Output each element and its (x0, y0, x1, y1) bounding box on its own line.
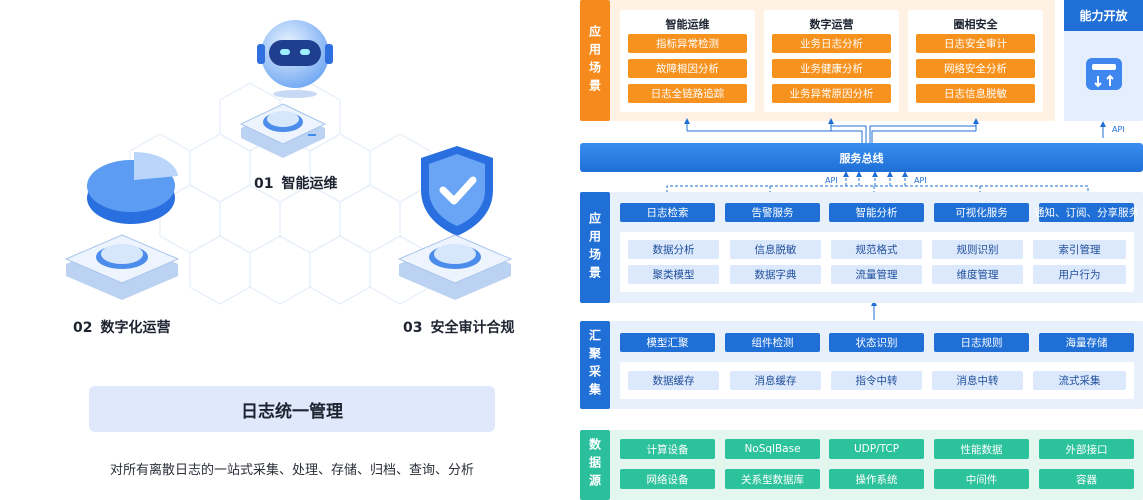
node-number: 02 (73, 320, 93, 336)
service-item[interactable]: 智能分析 (829, 203, 924, 222)
node-digital-ops (62, 140, 192, 310)
node-number: 01 (254, 176, 274, 192)
function-item[interactable]: 数据字典 (730, 265, 821, 284)
collect-item[interactable]: 组件检测 (725, 333, 820, 352)
collect-item[interactable]: 状态识别 (829, 333, 924, 352)
architecture-diagram: 应用场景 智能运维 数字运营 圈相安全 指标异常检测 故障根因分析 日志全链路追… (580, 0, 1143, 500)
pie-chart-icon (87, 151, 178, 224)
scenario-item[interactable]: 指标异常检测 (628, 34, 747, 53)
function-item[interactable]: 聚类模型 (628, 265, 719, 284)
collect-sub-item[interactable]: 数据缓存 (628, 371, 719, 390)
scenario-item[interactable]: 业务日志分析 (772, 34, 891, 53)
collect-sub-item[interactable]: 指令中转 (831, 371, 922, 390)
source-item[interactable]: 操作系统 (829, 469, 924, 489)
robot-icon (257, 20, 333, 98)
source-item[interactable]: 中间件 (934, 469, 1029, 489)
node-title: 安全审计合规 (430, 320, 515, 336)
service-item[interactable]: 日志检索 (620, 203, 715, 222)
api-label-capability: API (1112, 125, 1125, 134)
column-title: 圈相安全 (953, 18, 998, 31)
scenario-item[interactable]: 日志信息脱敏 (916, 84, 1035, 103)
api-gateway-icon (1086, 58, 1122, 90)
source-item[interactable]: 外部接口 (1039, 439, 1134, 459)
function-item[interactable]: 用户行为 (1033, 265, 1126, 284)
main-description: 对所有离散日志的一站式采集、处理、存储、归档、查询、分析 (109, 463, 474, 478)
scenario-item[interactable]: 业务健康分析 (772, 59, 891, 78)
function-item[interactable]: 规范格式 (831, 240, 922, 259)
column-title: 智能运维 (665, 18, 710, 31)
shield-check-icon (421, 146, 493, 236)
node-label-2: 02 数字化运营 (73, 317, 170, 337)
collect-item[interactable]: 海量存储 (1039, 333, 1134, 352)
service-item[interactable]: 告警服务 (725, 203, 820, 222)
scenario-item[interactable]: 网络安全分析 (916, 59, 1035, 78)
source-item[interactable]: 容器 (1039, 469, 1134, 489)
source-item[interactable]: 性能数据 (934, 439, 1029, 459)
collect-item[interactable]: 日志规则 (934, 333, 1029, 352)
source-item[interactable]: 关系型数据库 (725, 469, 820, 489)
section-label-source: 数据源 (580, 430, 610, 500)
scenario-item[interactable]: 日志安全审计 (916, 34, 1035, 53)
function-item[interactable]: 规则识别 (932, 240, 1023, 259)
function-item[interactable]: 维度管理 (932, 265, 1023, 284)
function-item[interactable]: 信息脱敏 (730, 240, 821, 259)
source-item[interactable]: 网络设备 (620, 469, 715, 489)
source-item[interactable]: 计算设备 (620, 439, 715, 459)
platform-base (397, 234, 513, 300)
node-label-1: 01 智能运维 (254, 173, 337, 193)
collect-sub-item[interactable]: 消息缓存 (730, 371, 821, 390)
node-security-audit (395, 140, 525, 310)
node-title: 智能运维 (281, 176, 338, 192)
service-item[interactable]: 可视化服务 (934, 203, 1029, 222)
scenario-item[interactable]: 故障根因分析 (628, 59, 747, 78)
node-title: 数字化运营 (100, 320, 171, 336)
api-label: API (825, 176, 838, 185)
source-item[interactable]: UDP/TCP (829, 439, 924, 459)
api-label: API (914, 176, 927, 185)
section-label-mid: 应用场景 (580, 192, 610, 303)
section-label-collect: 汇聚采集 (580, 321, 610, 409)
function-item[interactable]: 索引管理 (1033, 240, 1126, 259)
node-label-3: 03 安全审计合规 (403, 317, 514, 337)
node-number: 03 (403, 320, 423, 336)
service-bus: 服务总线 (580, 143, 1143, 172)
scenario-item[interactable]: 业务异常原因分析 (772, 84, 891, 103)
capability-title: 能力开放 (1064, 0, 1143, 31)
service-item[interactable]: 通知、订阅、分享服务 (1034, 203, 1139, 222)
collect-item[interactable]: 模型汇聚 (620, 333, 715, 352)
section-label-top: 应用场景 (580, 0, 610, 121)
function-item[interactable]: 流量管理 (831, 265, 922, 284)
collect-sub-item[interactable]: 消息中转 (932, 371, 1023, 390)
platform-base (239, 103, 327, 158)
left-illustration: 01 智能运维 02 数字化运营 (0, 0, 560, 500)
collect-sub-item[interactable]: 流式采集 (1033, 371, 1126, 390)
scenario-item[interactable]: 日志全链路追踪 (628, 84, 747, 103)
node-intelligent-ops (235, 10, 345, 170)
capability-panel: 能力开放 (1064, 0, 1143, 121)
main-title: 日志统一管理 (89, 386, 495, 432)
column-title: 数字运营 (809, 18, 854, 31)
source-item[interactable]: NoSqlBase (725, 439, 820, 459)
platform-base (64, 234, 180, 300)
function-item[interactable]: 数据分析 (628, 240, 719, 259)
